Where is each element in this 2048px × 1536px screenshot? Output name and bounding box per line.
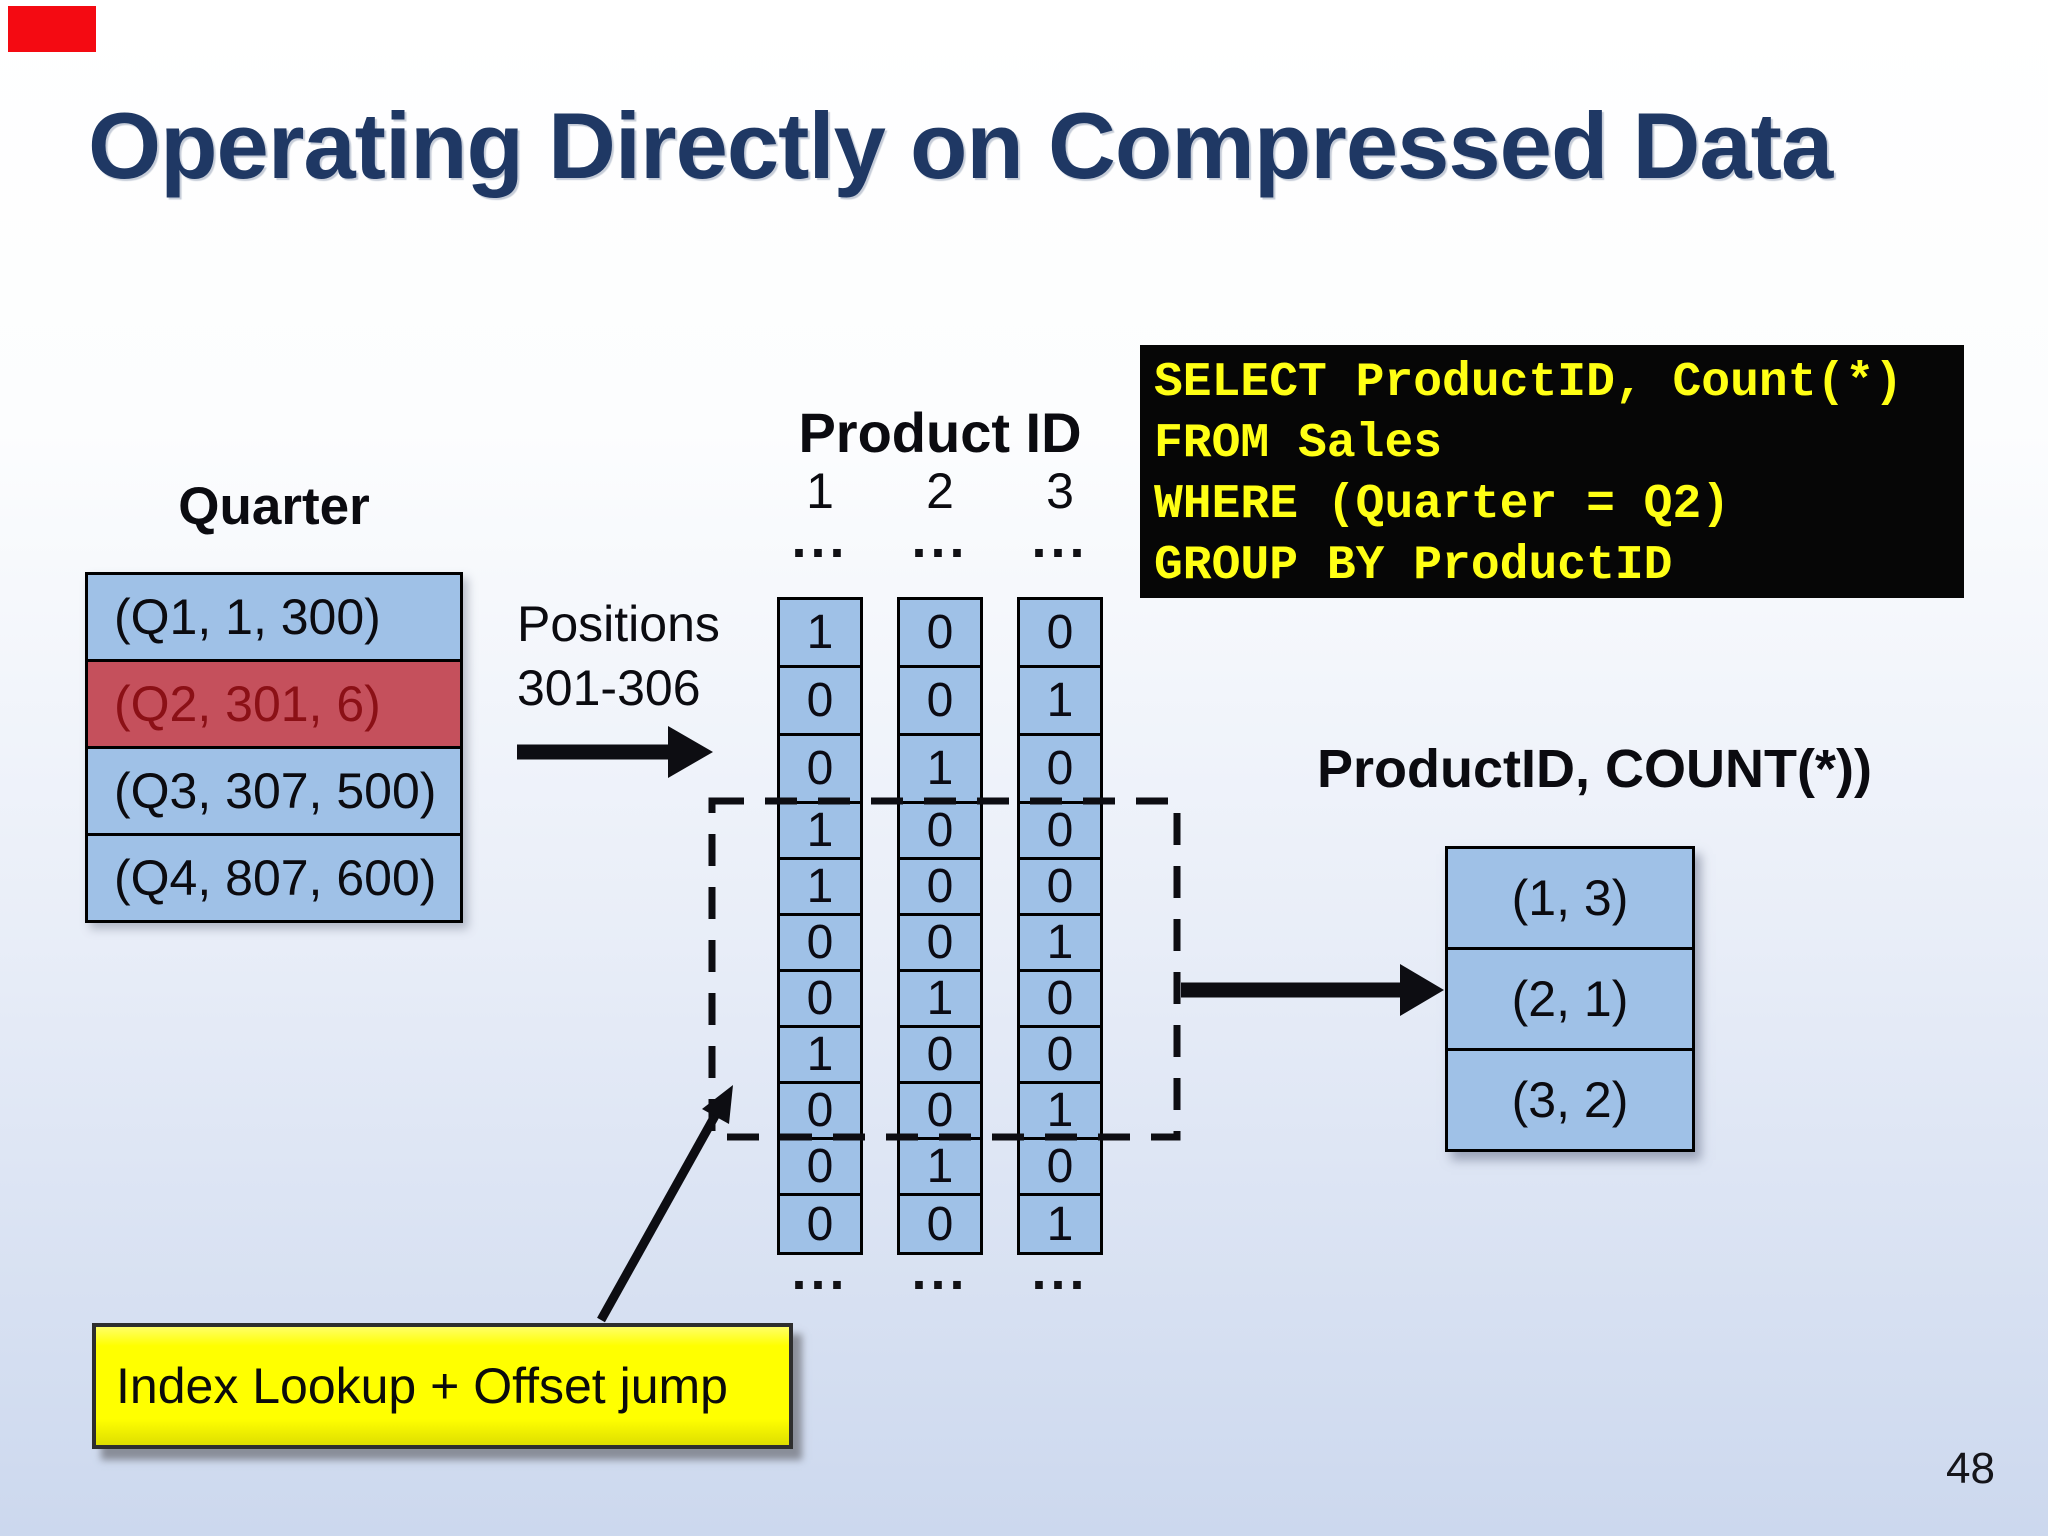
- bitmap-cell: 0: [1020, 860, 1100, 916]
- bitmap-cell: 0: [780, 1196, 860, 1252]
- bitmap-ellipsis-top: ...: [911, 509, 969, 569]
- page-title: Operating Directly on Compressed Data: [88, 93, 1833, 198]
- quarter-table-row: (Q1, 1, 300): [88, 575, 460, 662]
- bitmap-cell: 0: [900, 668, 980, 736]
- bitmap-cell: 0: [900, 600, 980, 668]
- index-lookup-callout: Index Lookup + Offset jump: [92, 1323, 793, 1449]
- sql-query-line: FROM Sales: [1154, 417, 1443, 471]
- bitmap-cell: 1: [780, 1028, 860, 1084]
- positions-note-line1: Positions: [517, 596, 720, 652]
- bitmap-column-label: 1: [806, 463, 834, 519]
- result-arrow-icon: [1181, 964, 1444, 1016]
- bitmap-cell: 0: [780, 916, 860, 972]
- positions-note: Positions 301-306: [517, 592, 720, 720]
- bitmap-column-label: 3: [1046, 463, 1074, 519]
- bitmap-cell: 1: [1020, 1084, 1100, 1140]
- result-table-row: (3, 2): [1448, 1051, 1692, 1149]
- quarter-table-row: (Q3, 307, 500): [88, 749, 460, 836]
- bitmap-cell: 0: [1020, 804, 1100, 860]
- corner-red-marker: [8, 6, 96, 52]
- bitmap-ellipsis-bottom: ...: [911, 1241, 969, 1301]
- bitmap-cell: 1: [780, 804, 860, 860]
- bitmap-cell: 0: [900, 804, 980, 860]
- positions-arrow-icon: [517, 726, 713, 778]
- bitmap-cell: 0: [1020, 600, 1100, 668]
- bitmap-cell: 0: [900, 860, 980, 916]
- bitmap-cell: 0: [1020, 1140, 1100, 1196]
- quarter-table-row: (Q2, 301, 6): [88, 662, 460, 749]
- bitmap-cell: 0: [780, 668, 860, 736]
- quarter-table-title: Quarter: [178, 477, 370, 536]
- result-table-row: (1, 3): [1448, 849, 1692, 950]
- bitmap-cell: 1: [1020, 916, 1100, 972]
- positions-note-line2: 301-306: [517, 660, 701, 716]
- bitmap-cell: 0: [780, 1084, 860, 1140]
- result-table-row: (2, 1): [1448, 950, 1692, 1051]
- result-table: (1, 3)(2, 1)(3, 2): [1445, 846, 1695, 1152]
- page-number: 48: [1946, 1444, 1995, 1493]
- bitmap-ellipsis-bottom: ...: [791, 1241, 849, 1301]
- index-lookup-callout-text: Index Lookup + Offset jump: [116, 1358, 728, 1414]
- bitmap-cell: 0: [1020, 972, 1100, 1028]
- bitmap-cell: 1: [900, 1140, 980, 1196]
- bitmap-ellipsis-top: ...: [1031, 509, 1089, 569]
- bitmap-ellipsis-top: ...: [791, 509, 849, 569]
- bitmap-cell: 1: [780, 600, 860, 668]
- bitmap-cell: 1: [780, 860, 860, 916]
- bitmap-cell: 1: [1020, 1196, 1100, 1252]
- product-id-header: Product ID: [798, 401, 1082, 464]
- bitmap-cell: 0: [780, 736, 860, 804]
- quarter-table-row: (Q4, 807, 600): [88, 836, 460, 920]
- index-lookup-arrow-icon: [597, 1085, 733, 1323]
- sql-query-line: SELECT ProductID, Count(*): [1154, 356, 1903, 410]
- sql-query-line: WHERE (Quarter = Q2): [1154, 478, 1731, 532]
- bitmap-cell: 0: [1020, 736, 1100, 804]
- result-label: ProductID, COUNT(*)): [1317, 739, 1872, 799]
- bitmap-cell: 1: [1020, 668, 1100, 736]
- bitmap-cell: 1: [900, 736, 980, 804]
- bitmap-cell: 1: [900, 972, 980, 1028]
- bitmap-cell: 0: [900, 916, 980, 972]
- bitmap-column-label: 2: [926, 463, 954, 519]
- bitmap-cell: 0: [900, 1028, 980, 1084]
- sql-query-line: GROUP BY ProductID: [1154, 539, 1673, 593]
- bitmap-cell: 0: [900, 1196, 980, 1252]
- bitmap-cell: 0: [900, 1084, 980, 1140]
- bitmap-cell: 0: [780, 1140, 860, 1196]
- bitmap-cell: 0: [780, 972, 860, 1028]
- bitmap-cell: 0: [1020, 1028, 1100, 1084]
- quarter-table: (Q1, 1, 300)(Q2, 301, 6)(Q3, 307, 500)(Q…: [85, 572, 463, 923]
- bitmap-ellipsis-bottom: ...: [1031, 1241, 1089, 1301]
